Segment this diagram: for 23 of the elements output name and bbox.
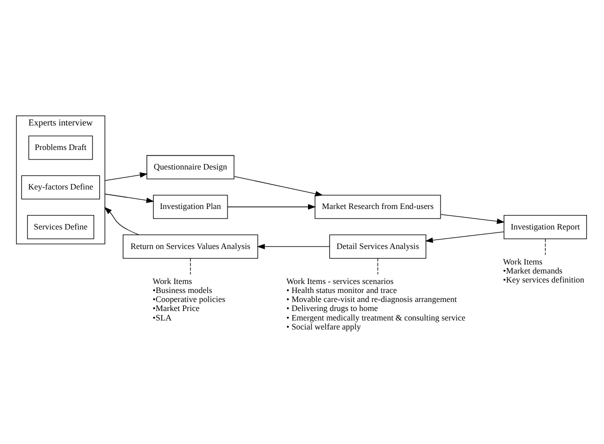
arrow (104, 193, 154, 203)
node-box: Market Research from End-users (314, 194, 441, 218)
node-text: Work Items •Market demands •Key services definition (503, 256, 584, 284)
node-text: Work Items •Business models •Cooperative policies •Market Price •SLA (152, 275, 226, 322)
connector (190, 258, 191, 274)
node-box: Key-factors Define (21, 174, 100, 199)
node-box: Return on Services Values Analysis (122, 234, 258, 258)
node-box: Problems Draft (28, 135, 93, 160)
connector (544, 238, 546, 255)
arrow (104, 172, 148, 180)
arrow (425, 231, 504, 242)
node-box: Detail Services Analysis (329, 234, 426, 258)
arrow (440, 214, 505, 224)
arrow (227, 204, 316, 210)
node-box: Investigation Plan (153, 194, 228, 218)
node-box: Services Define (27, 214, 94, 239)
node-text: Work Items - services scenarios • Health status monitor and trace • Movable care-visit and re-diagnosis arrangement • Delivering drugs to home • Emergent medically treatment & consulting service • Social welfare apply (286, 275, 466, 331)
connector (377, 257, 378, 274)
node-box: Investigation Report (504, 214, 587, 239)
arrow (257, 243, 330, 249)
node-box: Questionnaire Design (146, 154, 234, 179)
arrow (234, 176, 324, 196)
arrow (104, 206, 140, 235)
